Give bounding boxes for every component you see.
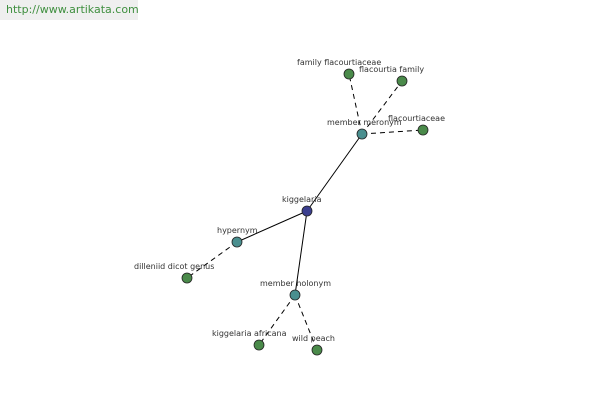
edge-member-meronym-to-family-flacourtiaceae	[348, 73, 363, 135]
node-member-holonym[interactable]	[289, 289, 301, 301]
node-hypernym[interactable]	[231, 236, 243, 248]
node-label-flacourtia-family[interactable]: flacourtia family	[359, 65, 424, 74]
graph-edges	[186, 73, 424, 351]
node-label-dilleniid-dicot-genus[interactable]: dilleniid dicot genus	[134, 262, 214, 271]
node-label-member-holonym[interactable]: member holonym	[260, 279, 331, 288]
node-wild-peach[interactable]	[311, 344, 323, 356]
node-label-flacourtiaceae[interactable]: flacourtiaceae	[388, 114, 445, 123]
node-label-member-meronym[interactable]: member meronym	[327, 118, 402, 127]
node-label-wild-peach[interactable]: wild peach	[292, 334, 335, 343]
source-url-link[interactable]: http://www.artikata.com	[0, 0, 139, 20]
node-kiggelaria[interactable]	[301, 205, 313, 217]
node-label-kiggelaria[interactable]: kiggelaria	[282, 195, 322, 204]
edge-kiggelaria-to-member-holonym	[294, 210, 308, 296]
edge-kiggelaria-to-hypernym	[236, 210, 308, 243]
node-label-hypernym[interactable]: hypernym	[217, 226, 258, 235]
graph-labels: kiggelaria member meronym hypernym member h…	[134, 58, 445, 343]
edge-kiggelaria-to-member-meronym	[306, 133, 363, 212]
node-label-family-flacourtiaceae[interactable]: family flacourtiaceae	[297, 58, 381, 67]
edge-member-holonym-to-kiggelaria-africana	[258, 294, 296, 346]
edge-member-meronym-to-flacourtiaceae	[361, 129, 424, 135]
graph-nodes	[181, 68, 429, 356]
node-dilleniid-dicot-genus[interactable]	[181, 272, 193, 284]
node-flacourtia-family[interactable]	[396, 75, 408, 87]
edge-member-meronym-to-flacourtia-family	[361, 80, 403, 135]
node-flacourtiaceae[interactable]	[417, 124, 429, 136]
node-family-flacourtiaceae[interactable]	[343, 68, 355, 80]
node-member-meronym[interactable]	[356, 128, 368, 140]
node-label-kiggelaria-africana[interactable]: kiggelaria africana	[212, 329, 287, 338]
edge-hypernym-to-dilleniid-dicot-genus	[186, 241, 238, 279]
node-kiggelaria-africana[interactable]	[253, 339, 265, 351]
edge-member-holonym-to-wild-peach	[294, 294, 318, 351]
